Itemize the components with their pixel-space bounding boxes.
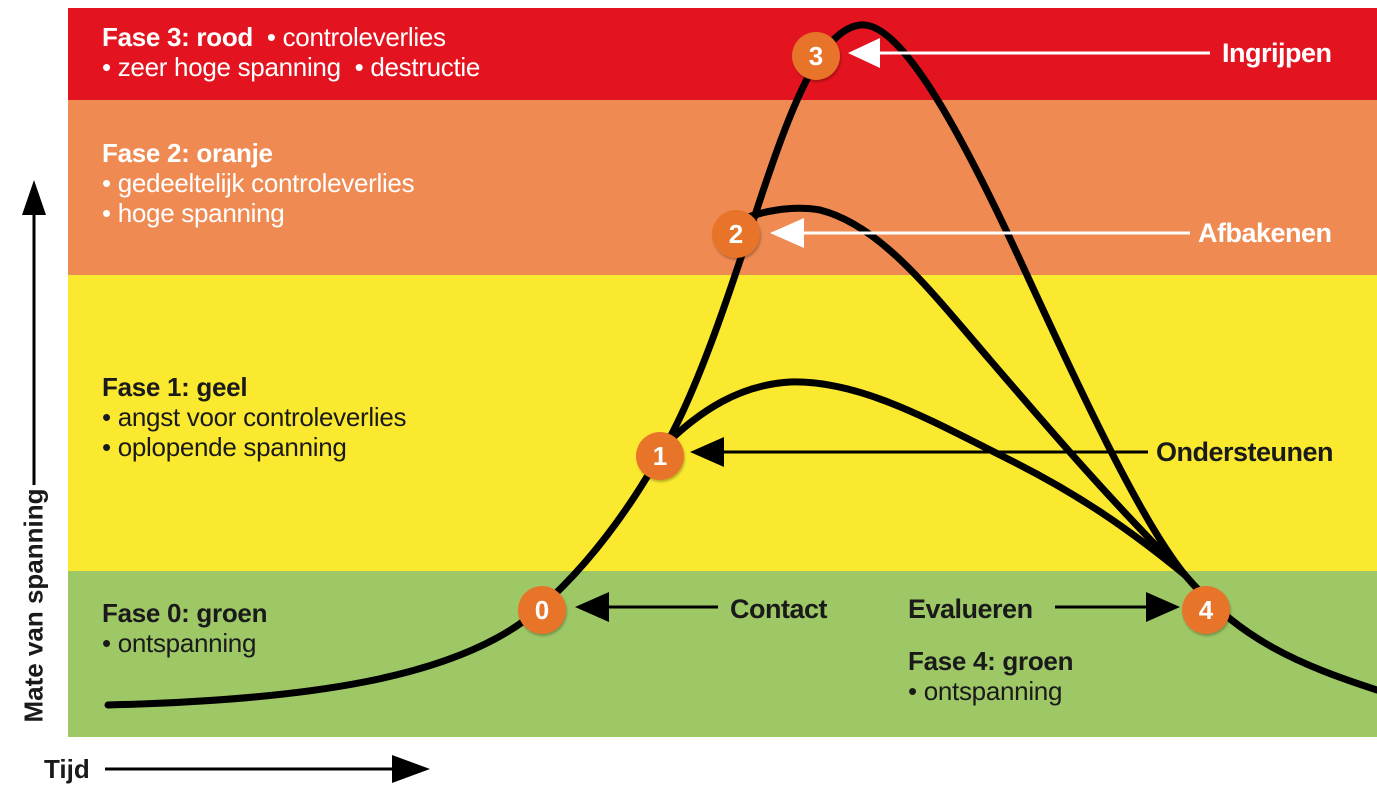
- phase4-item: ontspanning: [908, 676, 1073, 706]
- x-axis-arrow-head: [392, 755, 430, 783]
- ondersteunen-arrow-head: [690, 437, 724, 467]
- action-contact: Contact: [730, 594, 828, 624]
- ingrijpen-arrow-head: [848, 38, 880, 68]
- x-axis-label: Tijd: [44, 754, 90, 784]
- y-axis-arrow-head: [22, 180, 46, 215]
- phase0-title: Fase 0: groen: [102, 598, 268, 628]
- action-ondersteunen: Ondersteunen: [1156, 437, 1334, 467]
- phase2-item: gedeeltelijk controleverlies: [102, 168, 415, 198]
- afbakenen-arrow-head: [770, 218, 804, 248]
- phase0-text: Fase 0: groen ontspanning: [102, 598, 267, 658]
- phase1-item: angst voor controleverlies: [102, 402, 407, 432]
- contact-arrow-head: [575, 592, 609, 622]
- phase3-item: zeer hoge spanning: [102, 52, 341, 82]
- phase1-text: Fase 1: geel angst voor controleverlies …: [102, 372, 407, 462]
- phase4-text: Fase 4: groen ontspanning: [908, 646, 1073, 706]
- curve-peak-1: [658, 378, 1189, 579]
- marker-1: 1: [636, 432, 684, 480]
- marker-0: 0: [518, 586, 566, 634]
- action-ingrijpen: Ingrijpen: [1222, 38, 1332, 68]
- phase2-text: Fase 2: oranje gedeeltelijk controleverl…: [102, 138, 415, 228]
- phase1-item: oplopende spanning: [102, 432, 406, 462]
- action-afbakenen: Afbakenen: [1198, 218, 1332, 248]
- marker-4: 4: [1182, 586, 1230, 634]
- action-evalueren: Evalueren: [908, 594, 1033, 624]
- phase1-title: Fase 1: geel: [102, 372, 248, 402]
- phase0-item: ontspanning: [102, 628, 267, 658]
- marker-2: 2: [712, 210, 760, 258]
- phase2-item: hoge spanning: [102, 198, 414, 228]
- phase3-text: Fase 3: rood controleverlies zeer hoge s…: [102, 22, 480, 82]
- marker-3: 3: [792, 32, 840, 80]
- y-axis-label: Mate van spanning: [18, 488, 49, 723]
- phase2-title: Fase 2: oranje: [102, 138, 273, 168]
- curve-peak-2: [736, 204, 1189, 579]
- phase4-title: Fase 4: groen: [908, 646, 1074, 676]
- phase3-title: Fase 3: rood: [102, 22, 253, 52]
- phase3-item: controleverlies: [267, 22, 446, 52]
- phase3-item: destructie: [355, 52, 481, 82]
- evalueren-arrow-head: [1146, 592, 1180, 622]
